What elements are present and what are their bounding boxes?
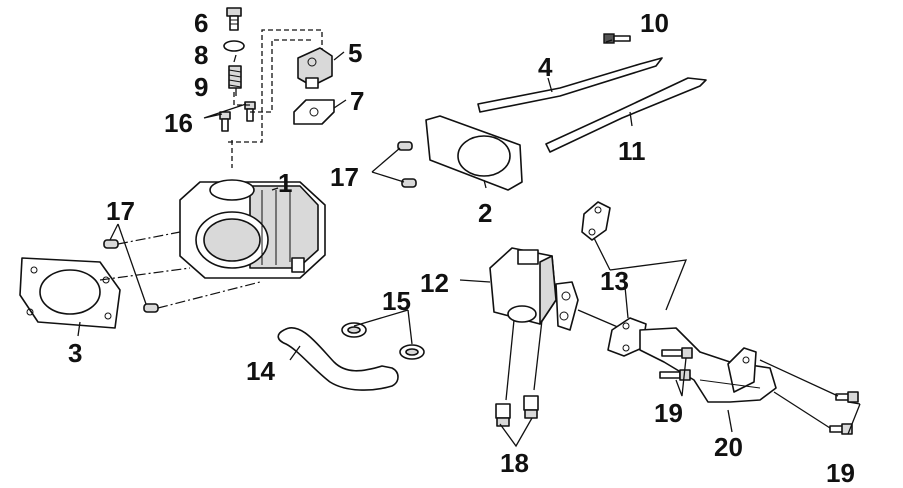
part-8-washer [223, 40, 245, 52]
callout-19-middle: 19 [654, 398, 683, 428]
callout-17-upper: 17 [330, 162, 359, 192]
part-10-bolt [603, 33, 631, 44]
callout-14: 14 [246, 356, 275, 386]
callout-13: 13 [600, 266, 629, 296]
callout-9: 9 [194, 72, 208, 102]
part-20-pipe [639, 327, 777, 403]
callout-3: 3 [68, 338, 82, 368]
callout-4: 4 [538, 52, 553, 82]
callout-11: 11 [618, 136, 646, 166]
callout-19-right: 19 [826, 458, 855, 488]
part-17-dowels-upper [397, 141, 417, 188]
part-1-cylinder [179, 179, 326, 279]
callout-18: 18 [500, 448, 529, 478]
part-17-dowels-left [103, 239, 159, 313]
part-11-guide [545, 77, 707, 153]
part-2-head-gasket [425, 115, 523, 191]
callout-12: 12 [420, 268, 449, 298]
callout-5: 5 [348, 38, 362, 68]
part-7-gasket [293, 99, 335, 125]
part-19-bolts [659, 347, 859, 435]
callout-17-left: 17 [106, 196, 135, 226]
part-14-hose [277, 327, 399, 391]
callout-7: 7 [350, 86, 364, 116]
callout-1: 1 [278, 168, 292, 198]
part-5-tensioner [297, 47, 333, 89]
callout-2: 2 [478, 198, 492, 228]
part-15-clamps [341, 322, 425, 360]
part-13-gaskets [581, 201, 647, 357]
callout-15: 15 [382, 286, 411, 316]
callout-10: 10 [640, 8, 669, 38]
callout-20: 20 [714, 432, 743, 462]
part-4-guide [477, 57, 663, 113]
part-9-spring [228, 65, 242, 89]
part-6-bolt [226, 7, 242, 31]
callout-16: 16 [164, 108, 193, 138]
callout-8: 8 [194, 40, 208, 70]
part-3-base-gasket [19, 257, 121, 329]
callout-6: 6 [194, 8, 208, 38]
part-12-thermostat-housing [489, 247, 579, 331]
part-18-bolts [495, 395, 539, 427]
